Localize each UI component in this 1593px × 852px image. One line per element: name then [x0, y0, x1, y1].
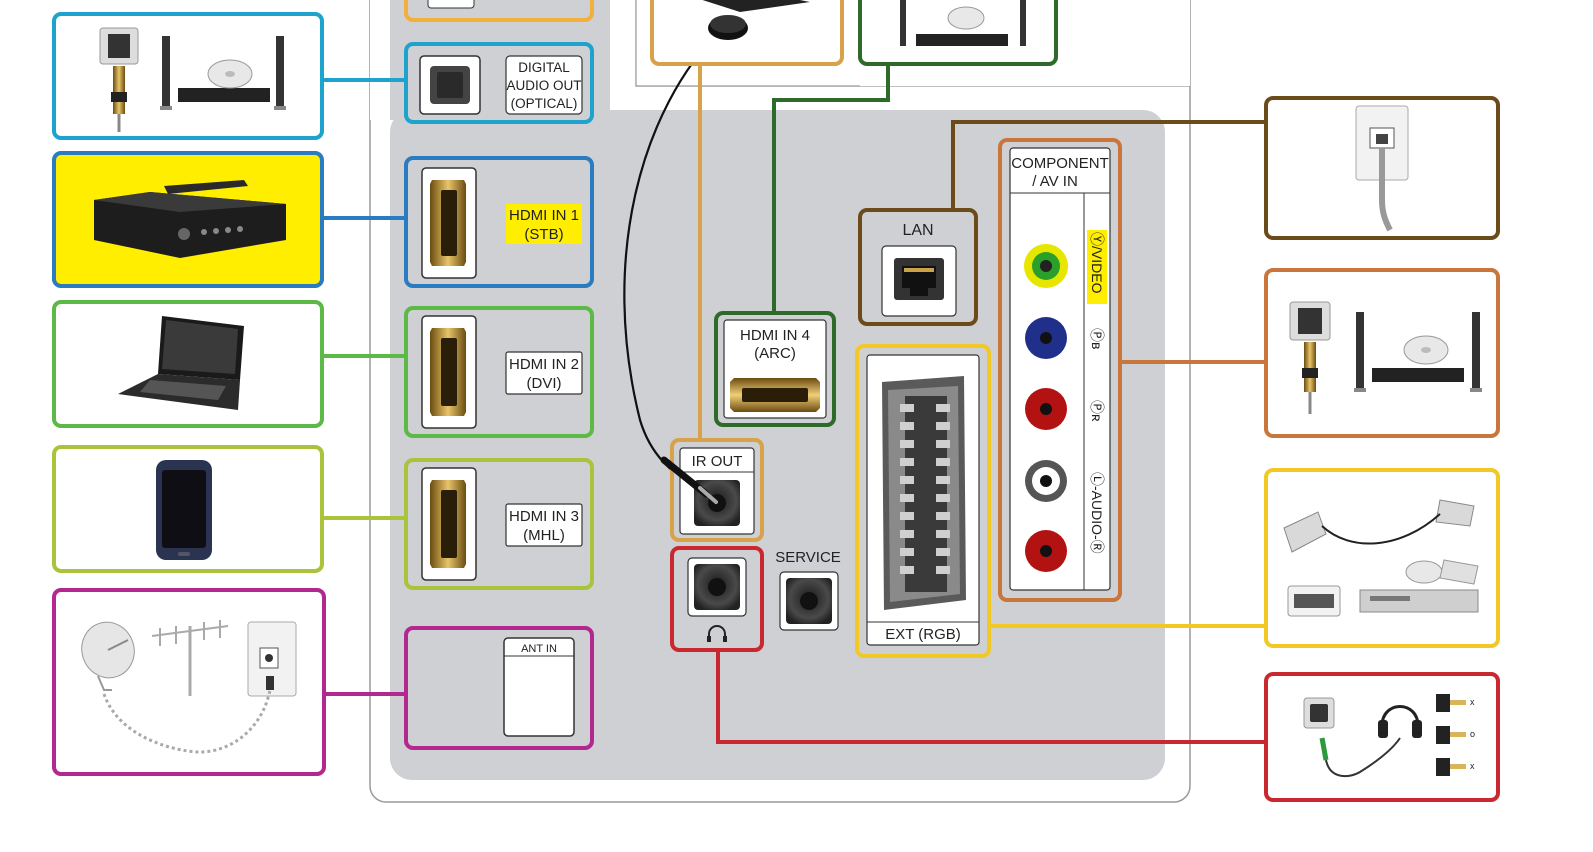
hdmi3-label-line1: HDMI IN 3	[509, 508, 579, 525]
lan-label: LAN	[902, 222, 933, 239]
home-theater-icon	[160, 36, 286, 110]
ant-in-port	[503, 637, 575, 737]
ir-blaster-icon	[702, 0, 810, 40]
smartphone-icon	[156, 460, 212, 560]
scart-pin	[900, 476, 914, 484]
hdmi-port-icon	[421, 467, 477, 581]
optical-port-icon	[419, 55, 481, 115]
scart-pin	[900, 566, 914, 574]
scart-pin	[936, 476, 950, 484]
hdmi4-label-line2: (ARC)	[754, 345, 796, 362]
hdmi-port-icon	[421, 315, 477, 429]
home-theater-icon	[900, 0, 1026, 46]
laptop-icon	[118, 316, 244, 410]
scart-pin	[900, 548, 914, 556]
hdmi-port-icon	[730, 378, 820, 412]
scart-pin	[936, 440, 950, 448]
hdmi2-label-line2: (DVI)	[527, 375, 562, 392]
rca-jack-pb	[1025, 317, 1067, 359]
hdmi3-label-line2: (MHL)	[523, 527, 565, 544]
scart-pin	[936, 566, 950, 574]
rca-jack-pr	[1025, 388, 1067, 430]
component-pb-label: Ⓟʙ	[1089, 328, 1105, 349]
device-box-scart-dvd-player	[1264, 468, 1500, 648]
ant-in-label: ANT IN	[521, 643, 557, 655]
home-theater-icon	[1354, 312, 1482, 392]
scart-pin	[900, 512, 914, 520]
hdmi2-label-line1: HDMI IN 2	[509, 356, 579, 373]
ir-out-jack-icon	[660, 456, 740, 526]
optical-cable-icon	[1289, 301, 1331, 414]
headphone-jack-icon	[694, 564, 740, 610]
scart-pin	[936, 512, 950, 520]
rca-jack-audio-l	[1025, 460, 1067, 502]
tv-back-outline	[369, 0, 1191, 803]
set-top-box-icon	[94, 180, 286, 258]
device-box-ir-blaster	[650, 0, 844, 66]
digital-audio-label-line2: AUDIO OUT	[506, 78, 581, 93]
scart-pin	[936, 404, 950, 412]
ir-out-label: IR OUT	[692, 453, 743, 470]
scart-pin	[900, 494, 914, 502]
service-label: SERVICE	[775, 549, 841, 566]
scart-pin	[936, 530, 950, 538]
digital-audio-label-line3: (OPTICAL)	[511, 96, 578, 111]
scart-pin	[900, 440, 914, 448]
optical-cable-icon	[99, 27, 139, 132]
lan-port-icon	[894, 258, 944, 300]
plug-mark-3: x	[1470, 761, 1475, 771]
rca-jack-audio-r	[1025, 530, 1067, 572]
hdmi1-label-line2: (STB)	[524, 226, 563, 243]
scart-pin	[900, 404, 914, 412]
scart-pin	[900, 422, 914, 430]
component-pr-label: Ⓟʀ	[1089, 400, 1105, 422]
scart-pin	[900, 458, 914, 466]
ext-rgb-label: EXT (RGB)	[885, 626, 961, 643]
component-label-line2: / AV IN	[1032, 173, 1078, 190]
hdmi1-label-line1: HDMI IN 1	[509, 207, 579, 224]
scart-pin	[936, 548, 950, 556]
scart-pin	[936, 494, 950, 502]
scart-pin	[900, 530, 914, 538]
scart-port-icon	[882, 376, 966, 610]
headphone-icon	[707, 625, 727, 642]
scart-pin	[936, 422, 950, 430]
digital-audio-label-line1: DIGITAL	[518, 60, 570, 75]
service-jack-icon	[786, 578, 832, 624]
hdmi4-label-line1: HDMI IN 4	[740, 327, 810, 344]
antenna-icon	[81, 620, 297, 754]
scart-cable-icon	[1283, 499, 1475, 617]
component-audio-label: Ⓛ-AUDIO-Ⓡ	[1089, 472, 1105, 554]
network-wall-jack-icon	[1355, 105, 1409, 232]
headphones-icon	[1303, 694, 1466, 778]
plug-mark-1: x	[1470, 697, 1475, 707]
device-box-audio-system-component	[1264, 268, 1500, 438]
component-video-label: Ⓨ/VIDEO	[1089, 232, 1105, 294]
component-label-line1: COMPONENT	[1011, 155, 1109, 172]
plug-mark-2: o	[1470, 729, 1475, 739]
dvd-player-icon	[1359, 559, 1479, 613]
scart-pin	[936, 458, 950, 466]
rca-jack-video	[1024, 244, 1068, 288]
scart-pins	[900, 404, 950, 574]
hdmi-port-icon	[421, 167, 477, 279]
device-box-av-receiver	[858, 0, 1058, 66]
